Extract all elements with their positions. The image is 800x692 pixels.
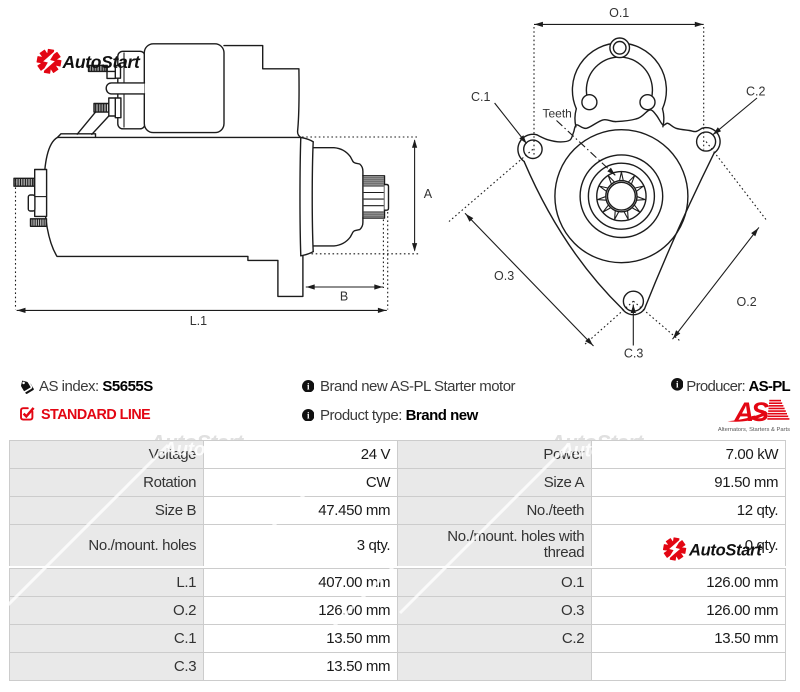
svg-text:C.3: C.3 xyxy=(624,347,644,361)
svg-text:A: A xyxy=(424,187,433,201)
svg-text:B: B xyxy=(340,289,348,303)
svg-text:AutoStart: AutoStart xyxy=(62,52,141,72)
svg-text:i: i xyxy=(307,381,310,391)
svg-text:O.3: O.3 xyxy=(494,269,514,283)
svg-text:L.1: L.1 xyxy=(190,314,207,328)
svg-text:C.1: C.1 xyxy=(471,90,491,104)
svg-text:O.2: O.2 xyxy=(737,295,757,309)
svg-text:Alternators, Starters & Parts: Alternators, Starters & Parts xyxy=(718,427,790,432)
svg-text:Teeth: Teeth xyxy=(543,107,572,121)
svg-text:O.1: O.1 xyxy=(609,6,629,20)
svg-text:C.2: C.2 xyxy=(746,85,766,99)
svg-text:AS: AS xyxy=(734,397,769,427)
svg-text:i: i xyxy=(307,410,310,420)
svg-text:i: i xyxy=(676,380,679,390)
